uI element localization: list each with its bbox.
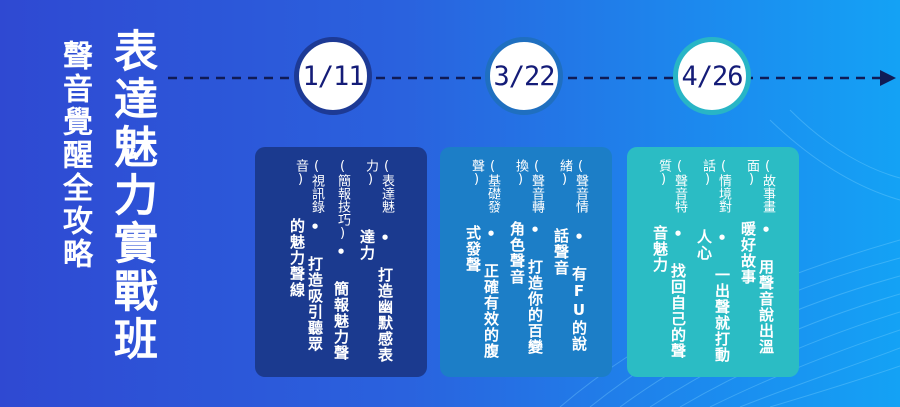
session-item: (故事畫面) • 用聲音說出溫暖好故事 <box>739 159 775 367</box>
date-circle-1: 1/11 <box>294 37 372 115</box>
item-text: • 正確有效的腹式發聲 <box>464 224 500 359</box>
item-tag: (聲音特質) <box>656 159 687 213</box>
item-text: • 打造吸引聽眾的魅力聲線 <box>288 218 324 353</box>
item-tag: (情境對話) <box>700 159 731 213</box>
session-item: (情境對話) • 一出聲就打動人心 <box>695 159 731 367</box>
date-label: 4/26 <box>681 60 743 92</box>
item-text: • 一出聲就打動人心 <box>695 229 731 364</box>
item-text: • 簡報魅力聲 <box>332 243 350 361</box>
item-tag: (聲音情緒) <box>557 159 588 213</box>
date-label: 3/22 <box>493 60 555 92</box>
session-item: (表達魅力) • 打造幽默感表達力 <box>358 159 394 367</box>
item-tag: (基礎發聲) <box>469 159 500 213</box>
item-text: • 打造幽默感表達力 <box>358 229 394 364</box>
item-tag: (故事畫面) <box>744 159 775 213</box>
item-text: • 用聲音說出溫暖好故事 <box>739 221 775 356</box>
item-tag: (聲音轉換) <box>513 159 544 213</box>
item-text: • 找回自己的聲音魅力 <box>651 224 687 359</box>
session-item: (聲音轉換) • 打造你的百變角色聲音 <box>508 159 544 367</box>
session-item: (基礎發聲) • 正確有效的腹式發聲 <box>464 159 500 367</box>
session-card-1: (表達魅力) • 打造幽默感表達力 (簡報技巧) • 簡報魅力聲 (視訊錄音) … <box>255 147 427 377</box>
date-label: 1/11 <box>302 60 364 92</box>
date-circle-3: 4/26 <box>673 37 751 115</box>
session-item: (聲音特質) • 找回自己的聲音魅力 <box>651 159 687 367</box>
date-circle-2: 3/22 <box>485 37 563 115</box>
session-item: (簡報技巧) • 簡報魅力聲 <box>332 159 350 367</box>
course-title: 表達魅力實戰班 <box>106 28 157 364</box>
item-tag: (簡報技巧) <box>335 159 350 241</box>
session-item: (聲音情緒) • 有FU的說話聲音 <box>552 159 588 367</box>
item-tag: (表達魅力) <box>363 159 394 213</box>
item-text: • 打造你的百變角色聲音 <box>508 221 544 356</box>
course-subtitle: 聲音覺醒全攻略 <box>57 40 92 271</box>
item-text: • 有FU的說話聲音 <box>552 227 588 352</box>
session-item: (視訊錄音) • 打造吸引聽眾的魅力聲線 <box>288 159 324 367</box>
item-tag: (視訊錄音) <box>293 159 324 213</box>
session-card-2: (聲音情緒) • 有FU的說話聲音 (聲音轉換) • 打造你的百變角色聲音 (基… <box>440 147 612 377</box>
session-card-3: (故事畫面) • 用聲音說出溫暖好故事 (情境對話) • 一出聲就打動人心 (聲… <box>627 147 799 377</box>
